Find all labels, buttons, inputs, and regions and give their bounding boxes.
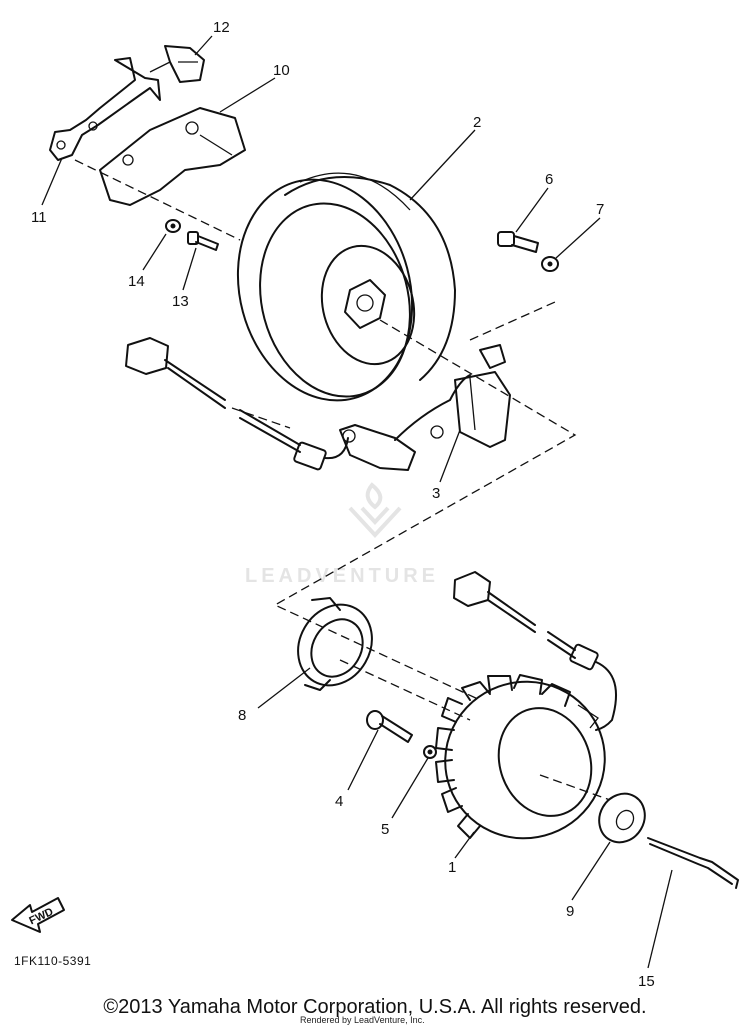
- callout-9: 9: [566, 903, 574, 920]
- callout-15: 15: [638, 973, 655, 990]
- part-14-nut: [165, 219, 181, 233]
- part-8-bearing-seat: [297, 597, 373, 691]
- callout-1: 1: [448, 859, 456, 876]
- fwd-arrow-icon: FWD: [11, 897, 65, 933]
- callout-5: 5: [381, 821, 389, 838]
- part-6-bolt: [497, 231, 539, 253]
- callout-7: 7: [596, 201, 604, 218]
- part-5-nut: [423, 745, 437, 759]
- part-9-washer: [598, 792, 646, 844]
- part-12-cap: [149, 45, 205, 83]
- part-15-key: [647, 837, 739, 889]
- callout-numbers: 12 10 2 11 14 13 6 7 3 8 4 5 1 9 15: [31, 19, 655, 990]
- render-credit: Rendered by LeadVenture, Inc.: [300, 1015, 425, 1025]
- part-13-bolt: [187, 231, 219, 251]
- callout-6: 6: [545, 171, 553, 188]
- part-10-cover-plate: [99, 107, 246, 206]
- part-3-pickup-coil: [339, 344, 511, 471]
- upper-wire-harness: [125, 337, 349, 471]
- callout-4: 4: [335, 793, 343, 810]
- callout-13: 13: [172, 293, 189, 310]
- watermark-text: LEADVENTURE: [245, 565, 439, 587]
- part-4-screw: [366, 710, 413, 743]
- diagram-reference-code: 1FK110-5391: [14, 954, 92, 968]
- callout-12: 12: [213, 19, 230, 36]
- part-7-washer: [541, 256, 559, 272]
- part-1-stator: [435, 674, 606, 840]
- callout-3: 3: [432, 485, 440, 502]
- assembly-leader-lines: [74, 159, 611, 801]
- callout-11: 11: [31, 209, 47, 226]
- callout-10: 10: [273, 62, 290, 79]
- copyright-notice: ©2013 Yamaha Motor Corporation, U.S.A. A…: [103, 996, 647, 1018]
- callout-leaders: [41, 35, 673, 969]
- callout-8: 8: [238, 707, 246, 724]
- part-2-flywheel-rotor: [236, 172, 456, 402]
- part-11-bracket: [49, 57, 161, 161]
- callout-14: 14: [128, 273, 145, 290]
- watermark-logo: LEADVENTURE: [245, 482, 439, 587]
- callout-2: 2: [473, 114, 481, 131]
- lower-wire-harness: [453, 571, 617, 731]
